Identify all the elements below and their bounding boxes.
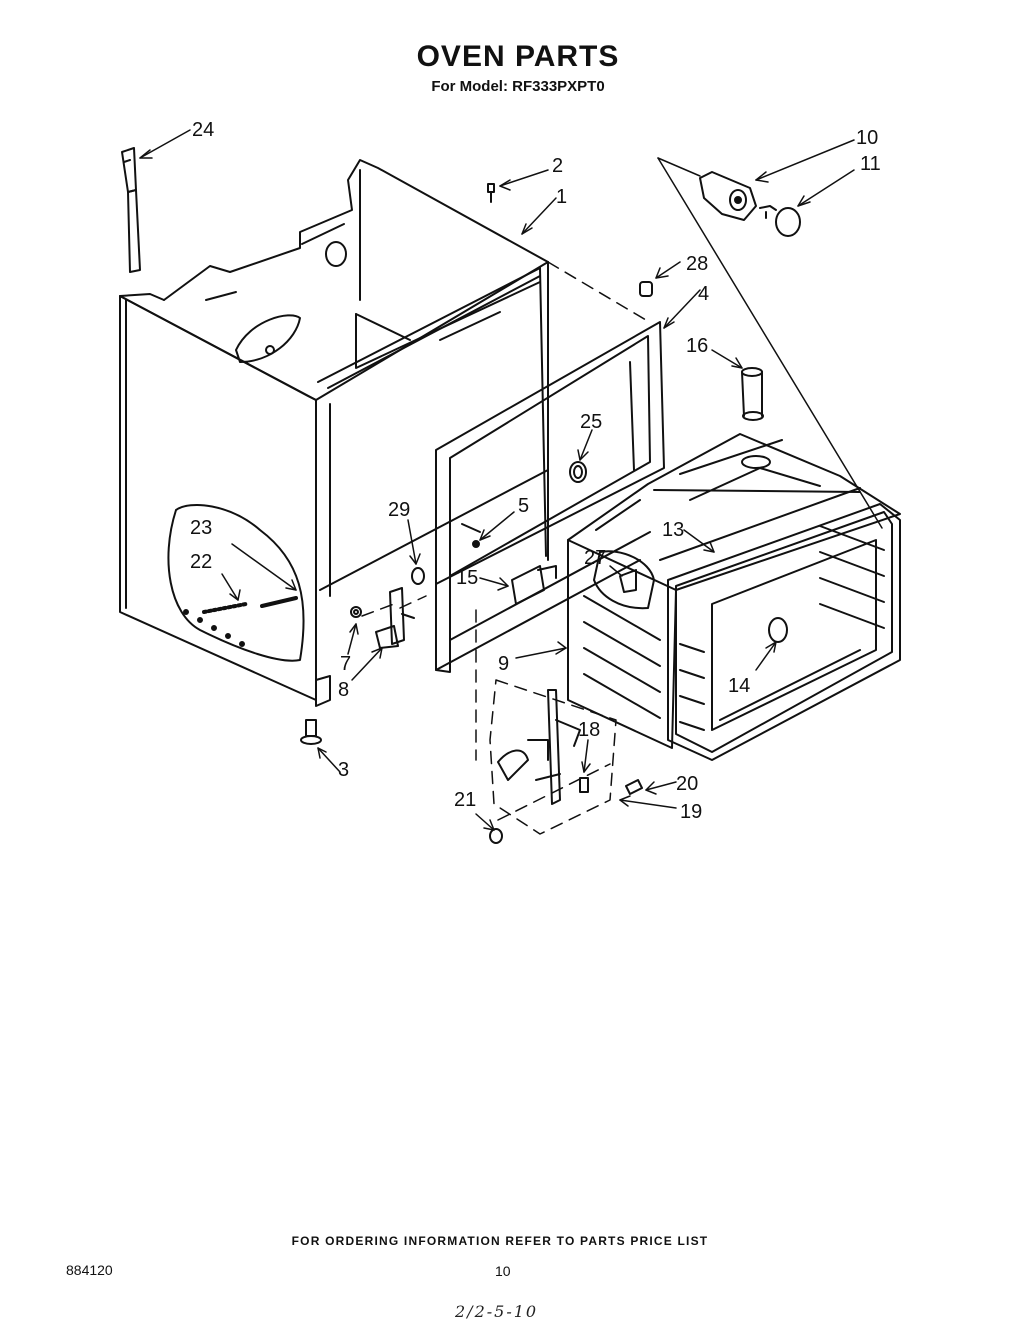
callout-13: 13	[662, 519, 684, 541]
part-15-bracket	[511, 565, 557, 605]
part-10-lamp-socket	[699, 171, 757, 221]
callout-2: 2	[552, 155, 563, 177]
callout-14: 14	[728, 675, 750, 697]
callout-9: 9	[498, 653, 509, 675]
reference-lines	[657, 157, 883, 529]
part-20-screw	[625, 779, 643, 795]
callout-20: 20	[676, 773, 698, 795]
part-27-clip	[593, 550, 655, 610]
part-29-spacer	[411, 567, 425, 585]
page-title: OVEN PARTS	[416, 40, 620, 73]
assembly-guide-lines	[361, 261, 647, 835]
part-25-grommet	[569, 461, 587, 483]
callout-19: 19	[680, 801, 702, 823]
handwritten-note: 2/2-5-10	[455, 1302, 539, 1319]
callout-11: 11	[860, 153, 881, 175]
callout-23: 23	[190, 517, 212, 539]
callout-7: 7	[340, 653, 351, 675]
callout-1: 1	[556, 186, 567, 208]
part-11-lamp-bulb	[759, 205, 801, 237]
part-1-oven-cabinet	[119, 159, 549, 707]
callout-16: 16	[686, 335, 708, 357]
part-13-oven-liner	[567, 433, 901, 761]
callout-18: 18	[578, 719, 600, 741]
part-8-hinge-bracket	[375, 587, 415, 649]
part-22-spring	[202, 602, 248, 614]
page-number: 10	[495, 1263, 511, 1279]
callout-8: 8	[338, 679, 349, 701]
callout-5: 5	[518, 495, 529, 517]
callout-28: 28	[686, 253, 708, 275]
part-3-leveling-leg	[300, 719, 322, 745]
callout-29: 29	[388, 499, 410, 521]
callout-15: 15	[456, 567, 478, 589]
part-24-vent-bracket	[121, 147, 141, 273]
callout-27: 27	[584, 547, 606, 569]
callout-24: 24	[192, 119, 214, 141]
document-number: 884120	[66, 1262, 113, 1278]
exploded-view-drawing: 24 2 1 10 11 28 4 16 25 29 5 13 23 22 27…	[119, 119, 901, 844]
callout-4: 4	[698, 283, 709, 305]
part-21-nut	[489, 828, 503, 844]
ordering-note: FOR ORDERING INFORMATION REFER TO PARTS …	[291, 1234, 709, 1248]
part-16-vent-tube	[741, 367, 764, 421]
part-4-front-frame	[435, 267, 665, 673]
model-subtitle: For Model: RF333PXPT0	[431, 78, 605, 95]
callout-10: 10	[856, 127, 878, 149]
callout-labels: 24 2 1 10 11 28 4 16 25 29 5 13 23 22 27…	[190, 119, 881, 823]
leader-arrows	[139, 129, 855, 831]
callout-3: 3	[338, 759, 349, 781]
callout-21: 21	[454, 789, 476, 811]
part-18-pin	[579, 777, 589, 793]
part-19-hinge-assembly	[497, 689, 581, 805]
part-5-screw	[461, 523, 481, 548]
part-7-nut	[350, 606, 362, 618]
part-28-plug	[639, 281, 653, 297]
part-2-screw	[487, 183, 495, 203]
callout-25: 25	[580, 411, 602, 433]
callout-22: 22	[190, 551, 212, 573]
part-14-light-lens	[768, 617, 788, 643]
part-23-rod	[260, 596, 298, 608]
